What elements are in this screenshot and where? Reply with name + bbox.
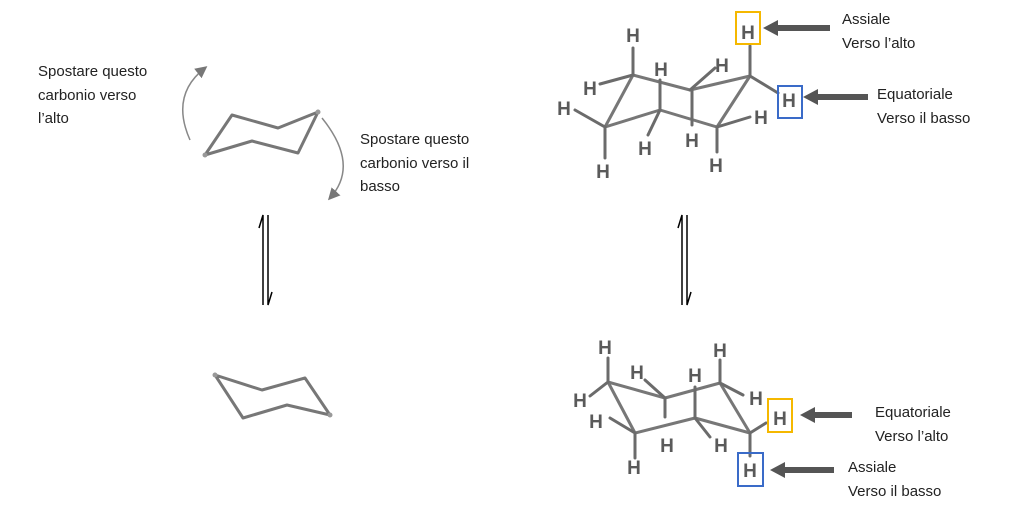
label-line: carbonio verso	[38, 86, 137, 104]
curved-arrow-down	[321, 117, 344, 201]
pointer-arrows-bottom	[770, 407, 852, 478]
svg-text:H: H	[583, 79, 597, 100]
svg-text:H: H	[714, 436, 728, 457]
svg-text:H: H	[688, 366, 702, 387]
svg-text:H: H	[596, 162, 610, 183]
axial-up-label: Assiale Verso l’alto	[842, 8, 915, 55]
move-up-label: Spostare questo carbonio verso l’alto	[38, 60, 147, 131]
equatorial-down-label: Equatoriale Verso il basso	[877, 83, 970, 130]
label-line: Assiale	[848, 459, 897, 476]
svg-text:H: H	[627, 458, 641, 479]
curved-arrow-up	[182, 66, 208, 141]
label-line: Spostare questo	[360, 131, 470, 148]
svg-text:H: H	[713, 341, 727, 362]
chair-bottom-left	[212, 372, 333, 420]
axial-down-label: Assiale Verso il basso	[848, 456, 941, 503]
svg-text:H: H	[773, 409, 787, 430]
pointer-arrows-top	[763, 20, 868, 105]
svg-text:H: H	[749, 389, 763, 410]
svg-text:H: H	[782, 91, 796, 112]
svg-text:H: H	[630, 363, 644, 384]
svg-text:H: H	[709, 156, 723, 177]
svg-text:H: H	[741, 23, 755, 44]
equatorial-h-highlight	[767, 398, 793, 433]
label-line: Verso l’alto	[842, 34, 916, 52]
label-line: Equatoriale	[875, 404, 951, 421]
svg-text:H: H	[743, 461, 757, 482]
cyclohexane-bottom-right: H H H H H H H H H H H H	[573, 338, 787, 482]
svg-text:H: H	[685, 131, 699, 152]
label-line: Verso il basso	[877, 109, 971, 127]
axial-h-highlight	[735, 11, 761, 45]
svg-text:H: H	[660, 436, 674, 457]
chair-top-left	[202, 109, 321, 158]
svg-text:H: H	[654, 60, 668, 81]
label-line: Verso il basso	[848, 482, 942, 500]
label-line: Spostare questo	[38, 63, 148, 80]
equatorial-up-label: Equatoriale Verso l’alto	[875, 401, 951, 448]
move-down-label: Spostare questo carbonio verso il basso	[360, 128, 469, 199]
label-line: Assiale	[842, 11, 891, 28]
label-line: Verso l’alto	[875, 427, 949, 445]
label-line: carbonio verso il	[360, 154, 470, 172]
axial-h-highlight	[737, 452, 764, 487]
svg-text:H: H	[754, 108, 768, 129]
equilibrium-arrows-left	[258, 214, 273, 306]
cyclohexane-top-right: H H H H H H H H H H H H	[557, 23, 796, 183]
equilibrium-arrows-right	[677, 214, 692, 306]
svg-text:H: H	[715, 56, 729, 77]
svg-text:H: H	[573, 391, 587, 412]
svg-text:H: H	[638, 139, 652, 160]
label-line: basso	[360, 178, 401, 195]
label-line: Equatoriale	[877, 86, 953, 103]
label-line: l’alto	[38, 110, 69, 127]
equatorial-h-highlight	[777, 85, 803, 119]
svg-text:H: H	[626, 26, 640, 47]
svg-text:H: H	[598, 338, 612, 359]
svg-text:H: H	[589, 412, 603, 433]
svg-text:H: H	[557, 99, 571, 120]
